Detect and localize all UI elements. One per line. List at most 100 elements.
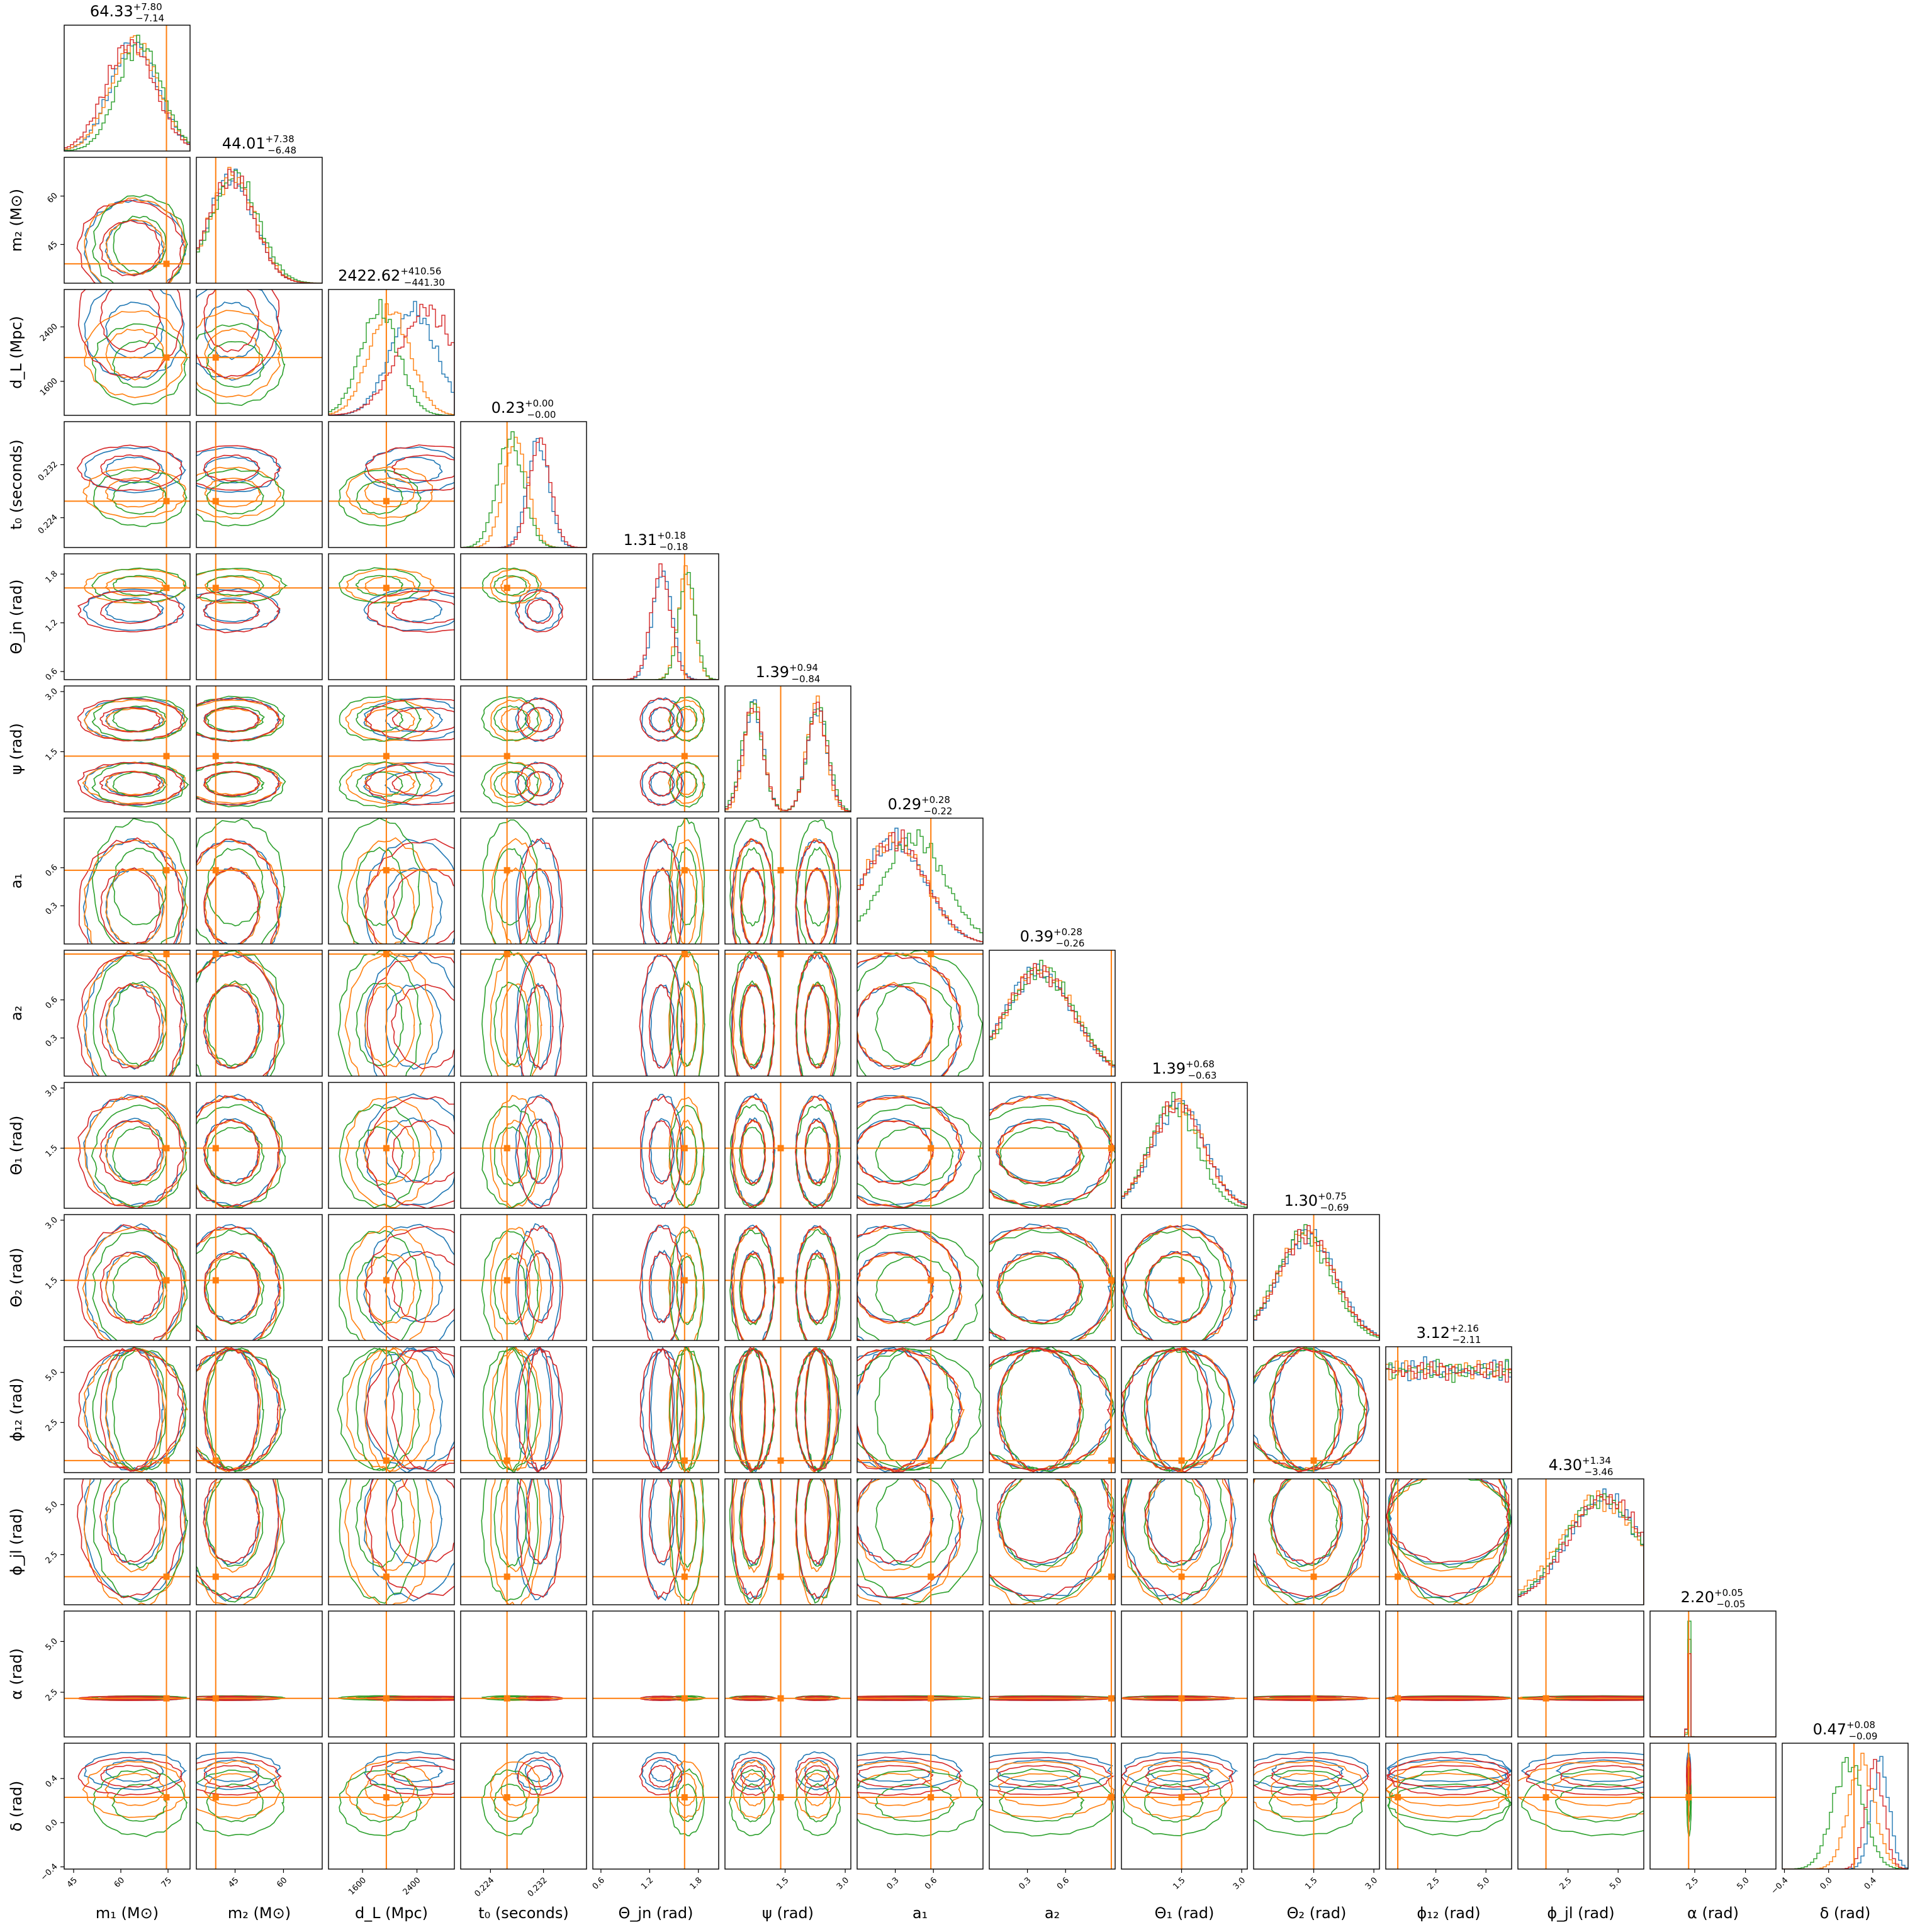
contour-line-blue [514, 951, 561, 1076]
contour-psi-theta2 [725, 1215, 851, 1340]
contour-line-red [526, 1118, 554, 1184]
contour-line-red [731, 951, 775, 1076]
x-axis-label-phijl: ϕ_jl (rad) [1547, 1904, 1614, 1922]
panel-frame-a2 [989, 950, 1116, 1077]
contour-line-green [1555, 1783, 1644, 1823]
hist-line-a1-blue [857, 828, 983, 944]
contour-line-red [517, 953, 564, 1076]
contour-line-orange [490, 761, 542, 805]
x-axis-label-dL: d_L (Mpc) [355, 1904, 428, 1922]
panel-frame-psi-delta [724, 1743, 851, 1870]
contour-line-orange [500, 1120, 531, 1185]
contour-line-green [676, 1255, 698, 1325]
contour-line-blue [84, 1223, 186, 1340]
truth-marker [681, 1573, 688, 1580]
contour-line-blue [650, 1759, 676, 1783]
contour-line-blue [650, 867, 675, 944]
contour-line-green [493, 1783, 527, 1822]
x-axis-label-phi12: ϕ₁₂ (rad) [1417, 1904, 1480, 1922]
panel-frame-t0-phi12 [460, 1346, 587, 1473]
contour-line-green [356, 771, 403, 798]
contour-line-orange [675, 1349, 697, 1471]
contour-line-red [639, 953, 683, 1076]
contour-line-blue [84, 289, 185, 381]
panel-frame-m1-psi [64, 685, 191, 812]
contour-line-green [669, 696, 705, 743]
panel-frame-m2-a2 [196, 950, 323, 1077]
contour-line-orange [500, 1773, 532, 1807]
contour-a2-alpha [989, 1611, 1115, 1737]
contour-t0-theta_jn [461, 554, 587, 680]
contour-line-green [481, 761, 539, 807]
truth-marker [1108, 1794, 1115, 1800]
contour-line-red [857, 1479, 962, 1598]
contour-m1-a2 [64, 950, 190, 1076]
contour-line-blue [740, 1759, 767, 1782]
truth-marker [163, 753, 170, 760]
hist-alpha [1650, 1611, 1776, 1737]
contour-line-red [366, 953, 454, 1076]
contour-line-red [196, 1479, 279, 1600]
panel-title-psi: 1.39+0.94−0.84 [756, 662, 821, 685]
contour-line-red [196, 1095, 280, 1208]
x-tick-label-phi12: 5.0 [1476, 1875, 1491, 1891]
contour-line-green [795, 1479, 841, 1604]
contour-line-orange [364, 1479, 415, 1571]
panel-frame-theta_jn-phijl [592, 1478, 719, 1605]
panel-frame-dL-theta_jn [328, 553, 455, 680]
panel-frame-dL-t0 [328, 421, 455, 548]
y-tick-label-theta_jn: 1.2 [44, 618, 60, 634]
contour-dL-theta1 [329, 1082, 454, 1208]
truth-marker [681, 1145, 688, 1152]
hist-line-t0-orange [461, 437, 587, 548]
contour-line-green [857, 1104, 982, 1208]
contour-line-green [857, 1769, 983, 1837]
contour-line-red [1687, 1765, 1690, 1789]
contour-line-orange [1121, 1760, 1233, 1819]
contour-line-red [99, 771, 162, 797]
contour-line-blue [857, 1759, 935, 1783]
hist-line-m2-red [196, 169, 322, 283]
contour-line-red [99, 289, 161, 352]
contour-line-red [804, 1348, 831, 1470]
contour-line-blue [524, 1347, 552, 1473]
contour-line-green [339, 1769, 423, 1836]
x-axis-label-m1: m₁ (M⊙) [96, 1904, 159, 1922]
contour-line-green [339, 1104, 420, 1208]
contour-line-green [677, 980, 698, 1067]
contour-line-green [337, 1347, 421, 1471]
hist-line-phijl-green [1518, 1493, 1644, 1605]
x-axis-label-a2: a₂ [1045, 1904, 1060, 1922]
contour-line-orange [857, 1760, 962, 1819]
contour-line-orange [1254, 1479, 1369, 1605]
contour-line-red [100, 454, 161, 482]
contour-line-red [203, 1251, 259, 1324]
contour-line-orange [364, 1347, 415, 1473]
y-tick-label-theta2: 3.0 [44, 1215, 60, 1231]
contour-line-orange [675, 868, 697, 944]
contour-theta_jn-a1 [593, 818, 719, 944]
hist-line-m1-blue [64, 42, 190, 151]
panel-frame-a2-alpha [989, 1610, 1116, 1738]
contour-line-red [99, 1252, 162, 1323]
truth-marker [163, 261, 170, 267]
truth-marker [503, 753, 510, 760]
contour-line-orange [346, 1347, 435, 1472]
contour-line-green [1122, 1228, 1226, 1340]
contour-line-blue [1254, 1347, 1370, 1471]
truth-marker [777, 1457, 784, 1464]
contour-t0-a2 [461, 950, 587, 1076]
panel-frame-t0 [460, 421, 587, 548]
truth-marker [1395, 1794, 1401, 1800]
contour-line-orange [500, 983, 531, 1067]
contour-m2-dL [196, 289, 322, 415]
contour-line-red [989, 1096, 1113, 1208]
y-axis-label-dL: d_L (Mpc) [8, 316, 25, 389]
panel-frame-t0-a1 [460, 817, 587, 945]
truth-marker [777, 867, 784, 873]
hist-line-a2-red [989, 963, 1115, 1076]
y-tick-label-theta1: 1.5 [44, 1143, 60, 1159]
y-tick-label-a2: 0.6 [44, 995, 60, 1011]
contour-m2-theta2 [196, 1215, 322, 1340]
contour-line-green [1254, 1770, 1364, 1836]
